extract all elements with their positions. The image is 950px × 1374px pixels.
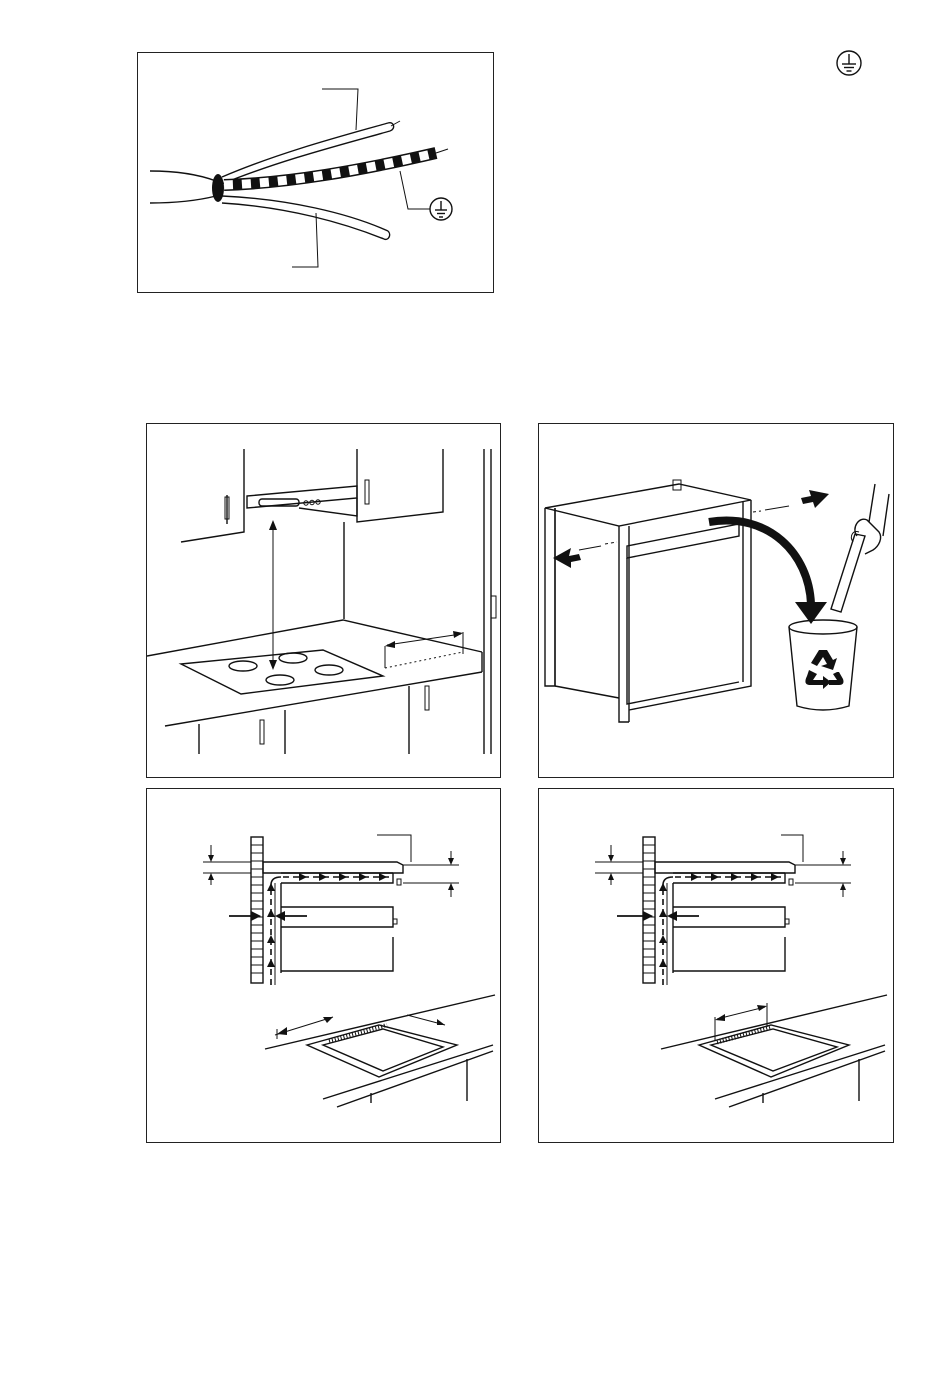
header-earth-symbol	[833, 47, 865, 79]
dimension-marks	[203, 835, 459, 897]
callout-line-neutral	[292, 213, 318, 267]
side-clearance-arrow	[385, 631, 463, 668]
recycle-icon	[805, 650, 843, 689]
callout-line-earth	[400, 171, 430, 209]
hob-cutout	[661, 995, 887, 1107]
right-screw-arrow	[753, 490, 829, 512]
left-screw-arrow	[553, 542, 617, 568]
brick-wall	[643, 837, 655, 983]
hob-cutout	[265, 995, 495, 1107]
ventilation-section-b-figure	[538, 788, 894, 1143]
hood-clearance-figure	[146, 423, 501, 778]
cable-wiring-figure	[137, 52, 494, 293]
callout-line-live	[322, 89, 358, 130]
earth-ground-icon	[430, 198, 452, 220]
airflow-up	[267, 877, 281, 985]
cabinet-preparation-figure	[538, 423, 894, 778]
recycle-bin	[789, 620, 857, 710]
airflow-up	[659, 877, 673, 985]
airflow-right	[283, 873, 393, 881]
airflow-right	[675, 873, 785, 881]
brick-wall	[251, 837, 263, 983]
dimension-marks	[595, 835, 851, 897]
hob-top	[181, 650, 383, 694]
oven-cabinet	[545, 480, 751, 722]
hand-with-strip	[831, 484, 889, 612]
cooker-hood	[247, 486, 357, 516]
earth-wire	[224, 149, 448, 185]
ventilation-section-a-figure	[146, 788, 501, 1143]
gap-arrows	[617, 911, 699, 921]
removal-arrow	[709, 521, 827, 624]
hood-height-arrow	[269, 520, 277, 670]
earth-ground-icon	[833, 47, 865, 79]
